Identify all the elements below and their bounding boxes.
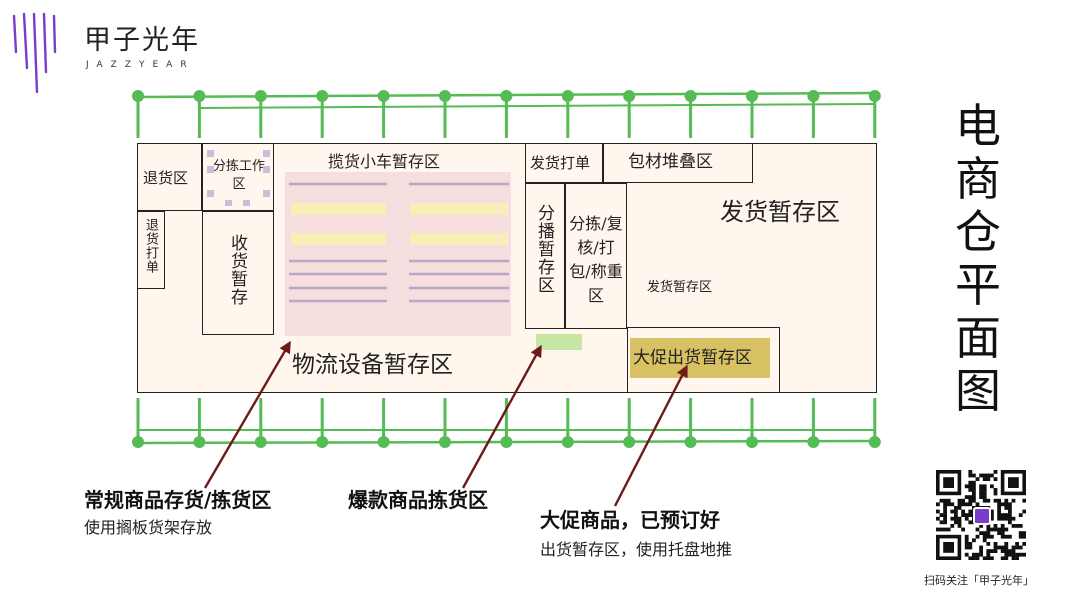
zone-returns-label: 退货区 — [143, 169, 189, 187]
zone-receive-temp-label: 收货暂存 — [227, 234, 247, 306]
zone-sort-work-label: 分拣工作区 — [212, 159, 265, 192]
rack-shelf-1 — [291, 203, 386, 215]
arrow-regular-goods — [203, 340, 291, 489]
bottom-fence-post-cap — [561, 436, 574, 448]
storage-rack-area — [285, 172, 511, 336]
top-fence-post-cap — [623, 90, 636, 102]
zone-pack-stack-label: 包材堆叠区 — [628, 152, 713, 172]
zone-ship-print: 发货打单 — [525, 143, 603, 183]
annotation-regular-title: 常规商品存货/拣货区 — [84, 488, 272, 512]
top-fence-post-cap — [377, 90, 390, 102]
bottom-fence-post-cap — [439, 436, 451, 448]
arrow-hot-goods — [461, 344, 542, 489]
annotation-promo-title: 大促商品，已预订好 — [540, 508, 720, 532]
annotation-regular: 常规商品存货/拣货区 使用搁板货架存放 — [84, 484, 271, 539]
bottom-fence-post-cap — [316, 436, 329, 448]
zone-split-temp-label: 分播暂存区 — [534, 204, 554, 294]
annotation-regular-desc: 使用搁板货架存放 — [84, 518, 213, 537]
top-fence-post-cap — [868, 90, 881, 102]
bottom-fence-post-cap — [623, 436, 636, 448]
top-fence-post-cap — [561, 90, 574, 102]
zone-sort-check-label: 分拣/复核/打包/称重区 — [569, 214, 623, 305]
top-fence-post-cap — [684, 90, 697, 102]
zone-return-print: 退货打单 — [137, 211, 165, 289]
qr-code-icon — [936, 470, 1026, 560]
bottom-fence — [132, 398, 881, 448]
zone-promo-temp: 大促出货暂存区 — [630, 338, 770, 378]
zone-receive-temp: 收货暂存 — [202, 211, 274, 335]
annotation-hot: 爆款商品拣货区 — [348, 484, 488, 513]
rack-shelf-2 — [410, 203, 508, 215]
zone-split-temp: 分播暂存区 — [525, 183, 565, 329]
bottom-fence-post-cap — [132, 436, 144, 448]
top-fence — [132, 90, 881, 138]
jazzyear-logo-icon — [12, 12, 57, 94]
top-fence-post-cap — [132, 90, 144, 102]
zone-cart-temp-label: 揽货小车暂存区 — [328, 152, 441, 171]
zone-ship-print-label: 发货打单 — [530, 154, 591, 172]
brand-name: 甲子光年 — [84, 25, 200, 56]
bottom-fence-post-cap — [684, 436, 697, 448]
qr-caption: 扫码关注「甲子光年」 — [924, 574, 1034, 587]
annotation-hot-title: 爆款商品拣货区 — [348, 488, 488, 512]
zone-promo-temp-label: 大促出货暂存区 — [633, 348, 752, 368]
zone-sort-work: 分拣工作区 — [202, 143, 274, 211]
annotation-promo: 大促商品，已预订好 出货暂存区，使用托盘地推 — [540, 504, 762, 561]
rack-shelf-3 — [291, 233, 386, 245]
top-fence-post-cap — [807, 90, 820, 102]
zone-ship-temp-small-label: 发货暂存区 — [647, 280, 713, 295]
rack-shelf-4 — [410, 233, 508, 245]
bottom-fence-post-cap — [746, 436, 758, 448]
bottom-fence-post-cap — [868, 436, 881, 448]
top-fence-post-cap — [439, 90, 451, 102]
rack-lines — [289, 182, 509, 303]
zone-return-print-label: 退货打单 — [143, 218, 158, 274]
bottom-fence-post-cap — [807, 436, 820, 448]
arrow-promo-goods — [613, 364, 688, 507]
zone-logistics-temp-label: 物流设备暂存区 — [292, 352, 453, 378]
bottom-fence-post-cap — [377, 436, 390, 448]
top-fence-post-cap — [746, 90, 758, 102]
top-fence-post-cap — [254, 90, 267, 102]
zone-ship-temp-large-label: 发货暂存区 — [720, 198, 840, 226]
page-title: 电商仓平面图 — [955, 99, 1001, 418]
zone-sort-check: 分拣/复核/打包/称重区 — [565, 183, 627, 329]
top-fence-post-cap — [500, 90, 513, 102]
bottom-fence-post-cap — [254, 436, 267, 448]
bottom-fence-post-cap — [193, 436, 206, 448]
bottom-fence-post-cap — [500, 436, 513, 448]
brand-subtitle: JAZZYEAR — [86, 60, 195, 70]
top-fence-post-cap — [316, 90, 329, 102]
annotation-promo-desc: 出货暂存区，使用托盘地推 — [540, 540, 733, 559]
zone-pack-stack: 包材堆叠区 — [603, 143, 753, 183]
top-fence-post-cap — [193, 90, 206, 102]
zone-returns: 退货区 — [137, 143, 202, 211]
hot-pick-area — [536, 334, 582, 350]
